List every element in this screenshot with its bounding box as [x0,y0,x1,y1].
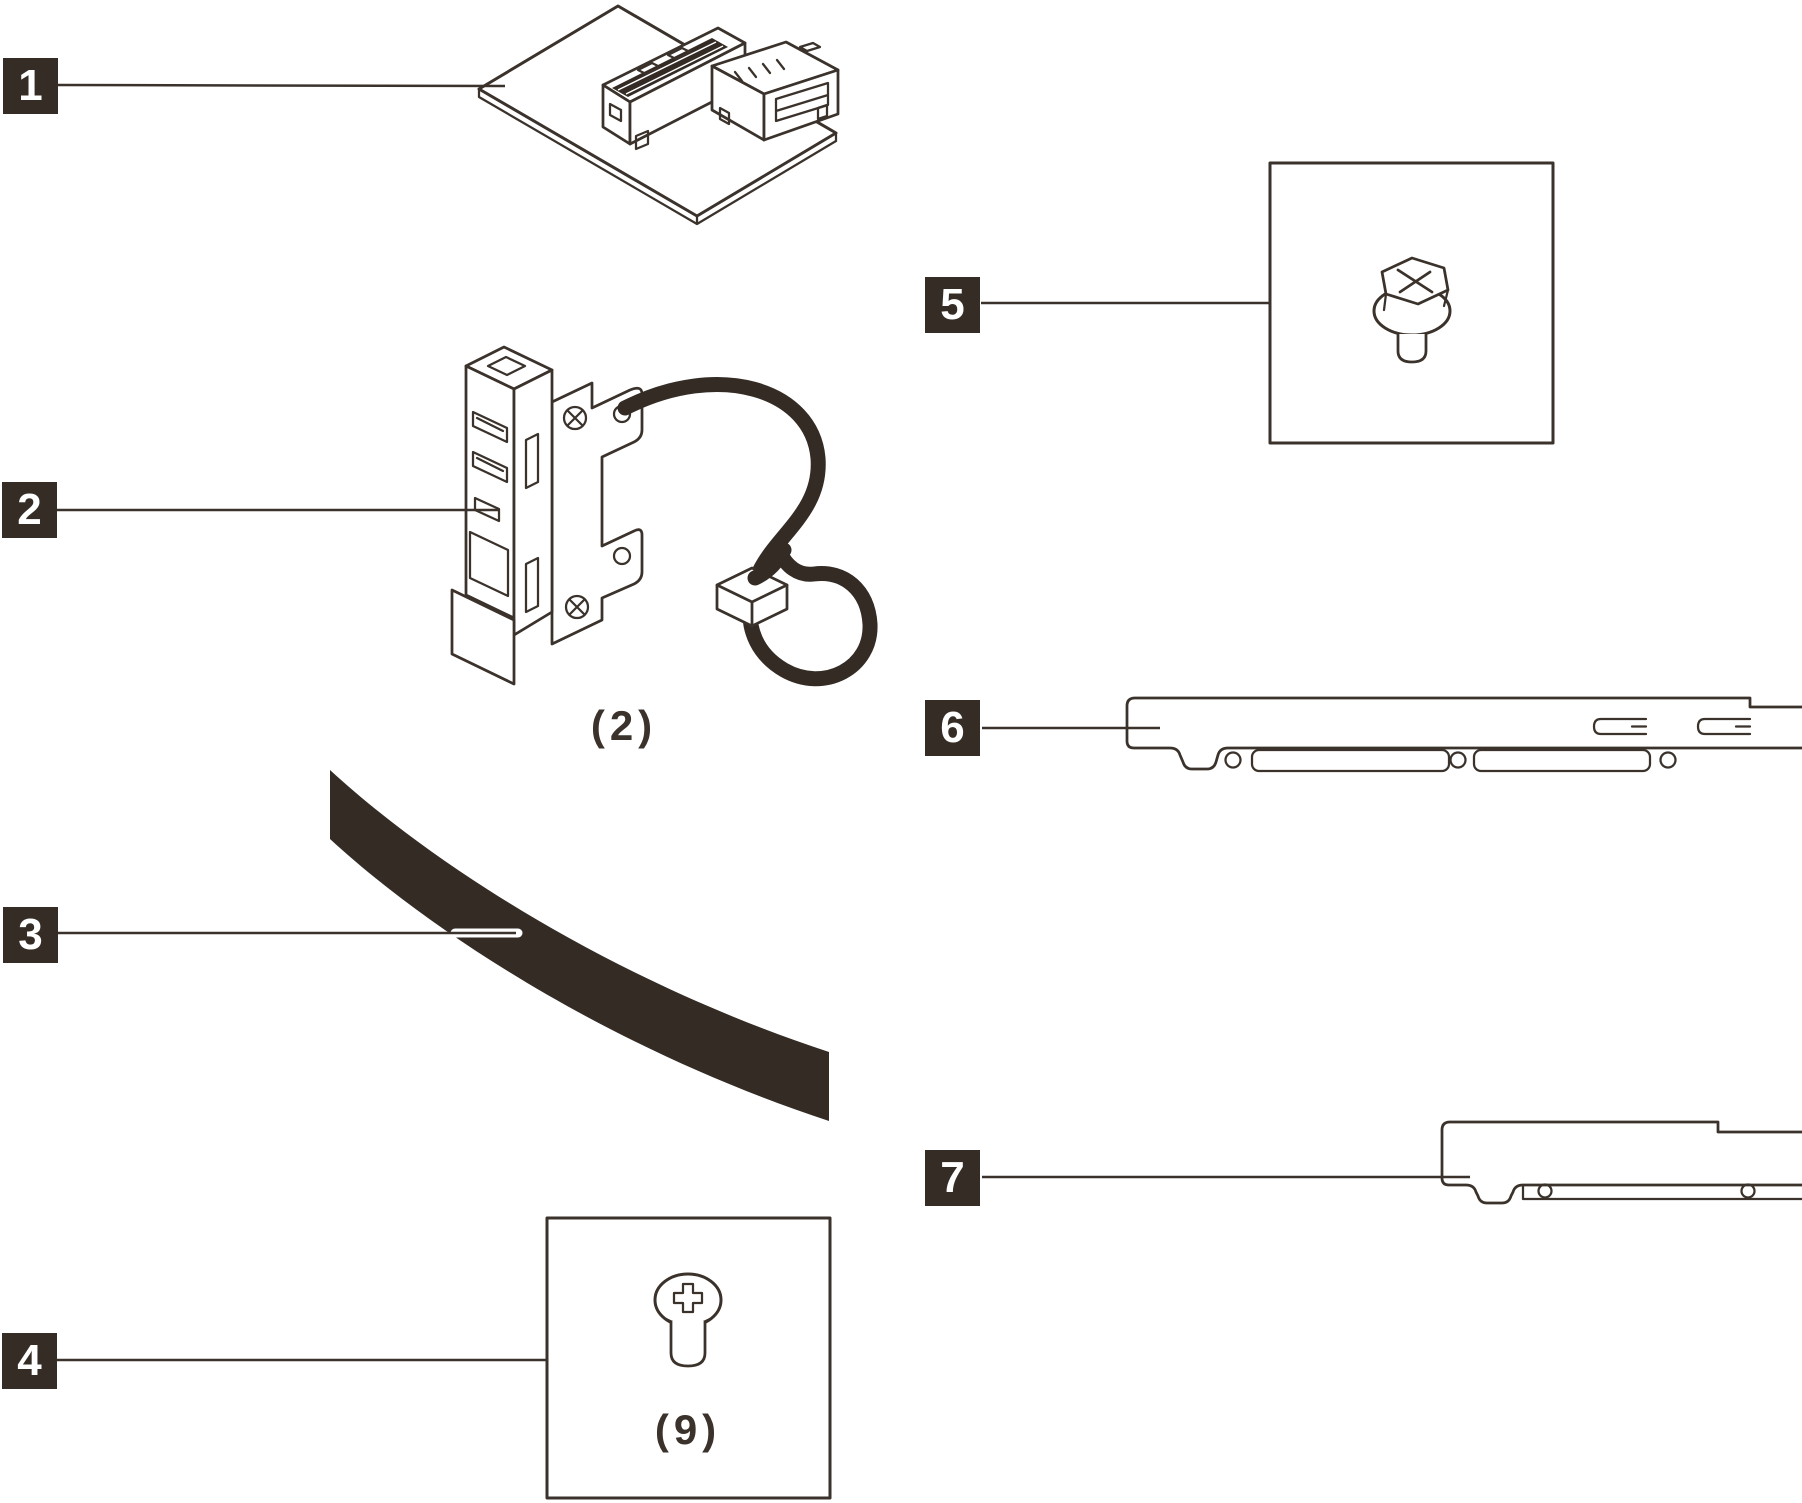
pan-head-screw-icon [653,1272,723,1368]
callout-3: 3 [3,907,58,963]
part-short-bracket [1440,1120,1802,1205]
callout-1-number: 1 [18,61,43,110]
module-screw-icon [562,405,590,620]
part-screw-box-4 [545,1216,832,1500]
callout-1: 1 [3,58,58,114]
part-long-bracket [1125,696,1802,773]
part-front-io-module [450,345,878,687]
callout-6-number: 6 [940,703,965,752]
quantity-part-4: (9) [654,1406,722,1453]
callout-2-number: 2 [17,485,42,534]
part-black-strip [330,770,829,1121]
callout-5: 5 [925,277,980,333]
callout-7: 7 [925,1150,980,1206]
callout-7-number: 7 [940,1153,965,1202]
leader-line-1 [56,83,506,88]
callout-3-number: 3 [18,910,43,959]
callout-2: 2 [2,482,57,538]
part-screw-box-5 [1268,161,1555,445]
hex-flange-screw-icon [1372,256,1452,364]
callout-6: 6 [925,700,980,756]
callout-5-number: 5 [940,280,965,329]
callout-4: 4 [2,1333,57,1389]
quantity-part-2: (2) [590,702,658,749]
callout-4-number: 4 [17,1336,42,1385]
part-interposer-board [477,4,840,226]
cable [617,377,878,687]
